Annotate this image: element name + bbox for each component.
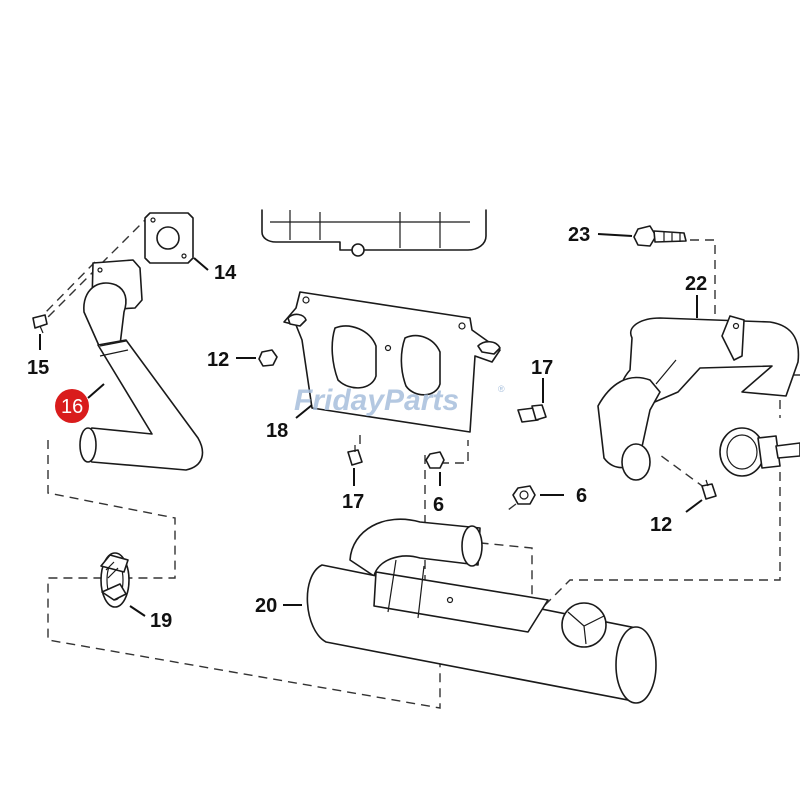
engine-block: [261, 209, 487, 257]
bolt-17-lower: [347, 445, 363, 466]
callout-19: 19: [150, 610, 172, 632]
leader-lines: [39, 233, 703, 617]
callout-17-right: 17: [531, 357, 553, 379]
watermark-registered-mark: ®: [498, 384, 505, 394]
exhaust-pipe-16: [79, 259, 204, 471]
muffler-20: [306, 518, 657, 704]
callout-12-right: 12: [650, 514, 672, 536]
callout-labels: 14 15 16 12 18 17 17 6 6 23 22 12 19 20: [27, 224, 707, 632]
nut-6-large: [512, 485, 536, 505]
nut-6-small: [425, 451, 445, 469]
fridayparts-watermark: FridayParts ®: [294, 384, 505, 417]
watermark-text: FridayParts: [294, 384, 459, 417]
callout-12-left: 12: [207, 349, 229, 371]
callout-23: 23: [568, 224, 590, 246]
clamp-19: [100, 552, 130, 608]
nut-12-left: [258, 349, 278, 367]
callout-14: 14: [214, 262, 237, 284]
bolt-12-right: [701, 479, 717, 500]
bolt-23: [633, 225, 687, 247]
callout-15: 15: [27, 357, 49, 379]
gasket-14: [144, 212, 194, 264]
callout-6-large: 6: [576, 485, 587, 507]
callout-16: 16: [61, 396, 83, 418]
callout-20: 20: [255, 595, 277, 617]
bolt-17-right: [517, 404, 547, 423]
callout-6-small: 6: [433, 494, 444, 516]
bolt-15: [32, 314, 48, 334]
callout-18: 18: [266, 420, 288, 442]
mounting-plate-18: [283, 291, 501, 433]
callout-22: 22: [685, 273, 707, 295]
highlight-circle: [55, 389, 89, 423]
tailpipe-22: [597, 315, 800, 481]
clamp-right: [719, 427, 800, 477]
callout-17-lower: 17: [342, 491, 364, 513]
callout-16-highlight: 16: [55, 389, 89, 423]
